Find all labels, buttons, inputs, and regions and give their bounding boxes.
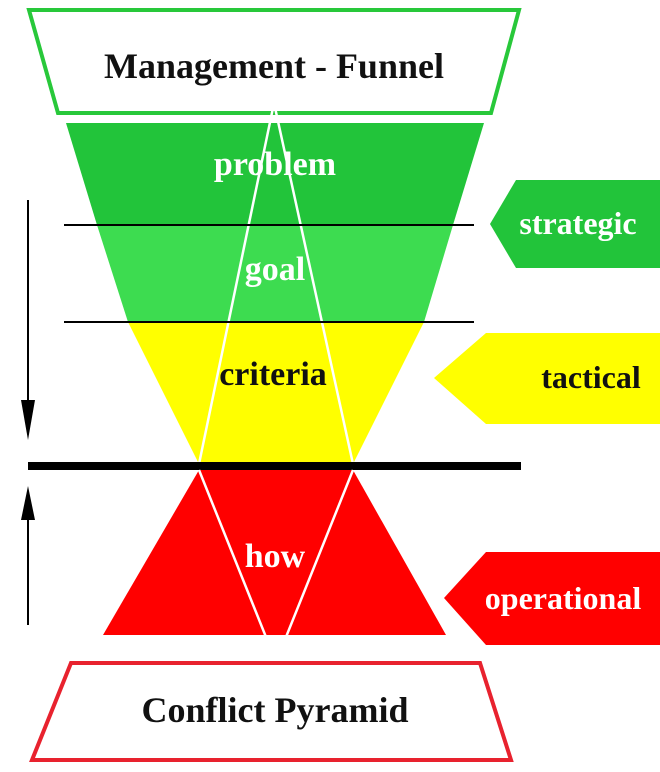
- strategic-tag: [490, 180, 660, 268]
- funnel-problem-band: [66, 123, 484, 225]
- operational-tag: [444, 552, 660, 645]
- goal-label: goal: [245, 251, 305, 288]
- strategic-label: strategic: [519, 205, 636, 241]
- problem-label: problem: [214, 146, 336, 183]
- operational-label: operational: [485, 580, 642, 616]
- funnel-criteria-band: [128, 322, 424, 464]
- conflict-pyramid-title: Conflict Pyramid: [142, 690, 409, 730]
- funnel-inner-triangle: [197, 102, 355, 465]
- tactical-label: tactical: [541, 359, 641, 395]
- down-arrow-head: [21, 400, 35, 440]
- criteria-label: criteria: [219, 356, 327, 393]
- management-funnel-title: Management - Funnel: [104, 46, 444, 86]
- conflict-pyramid-shape: [103, 470, 446, 635]
- tactical-tag: [434, 333, 660, 424]
- up-arrow-head: [21, 486, 35, 520]
- center-divider: [28, 462, 521, 470]
- conflict-pyramid-title-box: [29, 661, 514, 762]
- management-funnel-title-box: [26, 8, 522, 115]
- funnel-goal-band: [97, 225, 453, 322]
- how-label: how: [245, 538, 306, 575]
